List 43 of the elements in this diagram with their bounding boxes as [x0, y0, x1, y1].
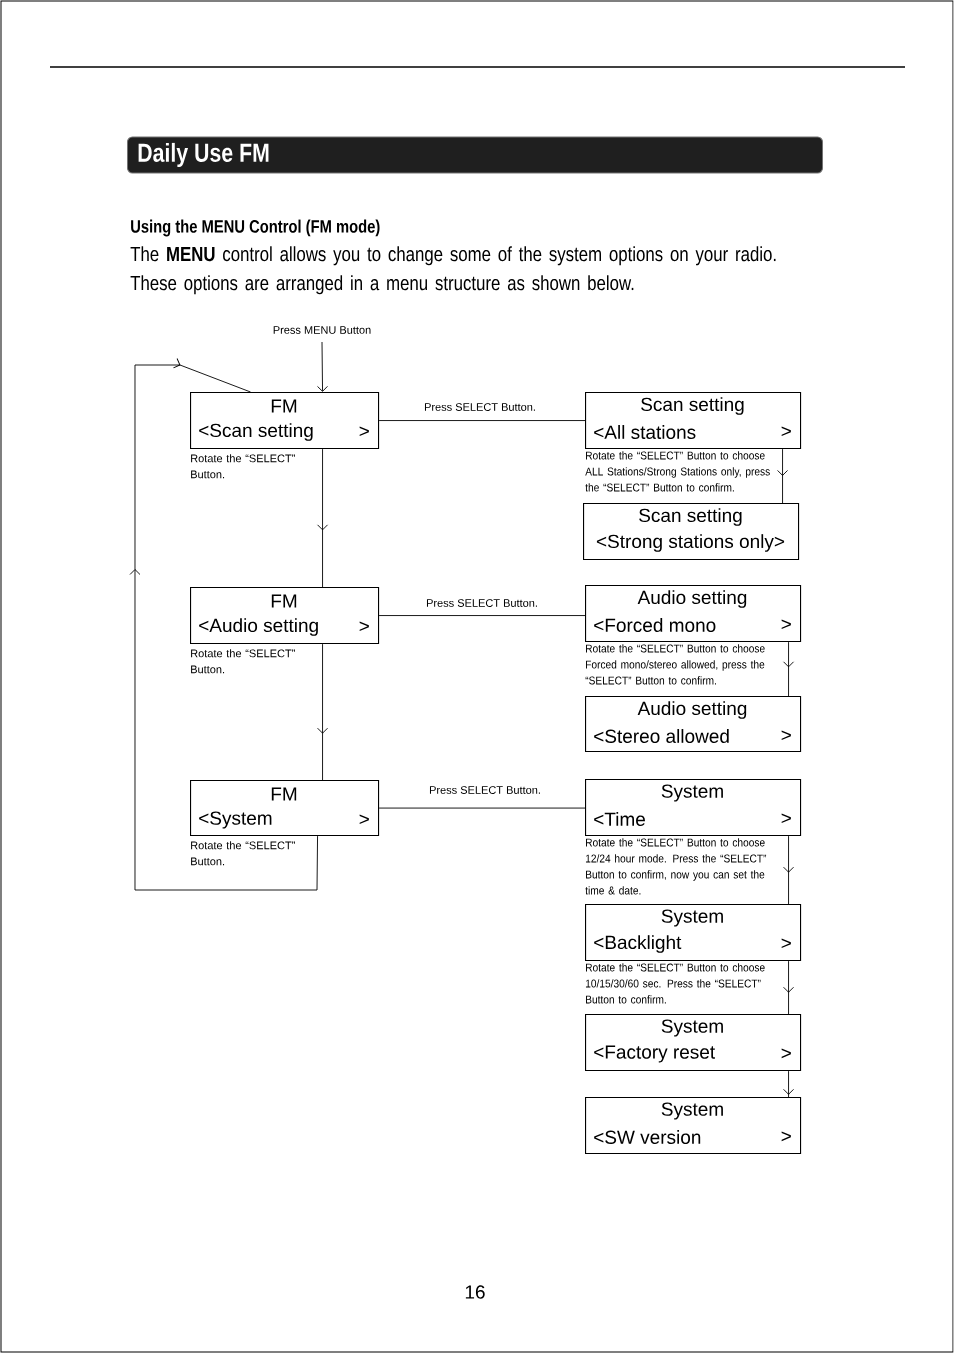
- menu-screen: Audio setting <Stereo allowed >: [585, 696, 802, 753]
- menu-screen: Scan setting <All stations >: [585, 392, 802, 450]
- instruction-text: Rotate the “SELECT” Button.: [191, 454, 295, 479]
- connector-arrow: [783, 1070, 794, 1098]
- instruction-text: Rotate the “SELECT” Button.: [191, 841, 295, 866]
- node-label: >: [359, 814, 369, 825]
- menu-screen: Audio setting <Forced mono >: [585, 585, 802, 643]
- menu-screen: System <Factory reset >: [585, 1014, 802, 1072]
- node-label: <Time: [594, 812, 645, 826]
- connector-arrow: [317, 341, 328, 392]
- instruction-text: Rotate the “SELECT” Button to choose Forced mono/stereo allowed, press the “SELECT” Button to confirm.: [585, 644, 765, 685]
- menu-screen: Scan setting <Strong stations only>: [583, 503, 800, 561]
- menu-screen: FM <System >: [190, 780, 380, 837]
- instruction-text: Rotate the “SELECT” Button to choose 10/15/30/60 sec. Press the “SELECT” Button to confirm.: [585, 963, 765, 1004]
- page-number: 16: [465, 1285, 485, 1299]
- edge-label: Press SELECT Button.: [428, 785, 542, 795]
- instruction-text: Rotate the “SELECT” Button.: [191, 649, 295, 674]
- node-label: System: [661, 909, 723, 927]
- node-label: >: [781, 813, 791, 824]
- node-label: Audio setting: [637, 590, 747, 608]
- instruction-text: Rotate the “SELECT” Button to choose ALL Stations/Strong Stations only, press the “SELECT” Button to confirm.: [585, 451, 770, 492]
- node-label: >: [781, 426, 791, 437]
- node-label: <Forced mono: [594, 618, 716, 632]
- menu-screen: FM <Scan setting >: [190, 392, 380, 450]
- node-label: FM: [271, 787, 297, 801]
- node-label: <All stations: [594, 425, 696, 439]
- edge-label: Press SELECT Button.: [425, 598, 539, 608]
- node-label: System: [661, 784, 723, 802]
- intro-paragraph: The MENU control allows you to change some of the system options on your radio. These options are arranged in a menu structure as shown below.: [130, 246, 776, 295]
- menu-screen: FM <Audio setting >: [190, 587, 380, 645]
- instruction-text: Rotate the “SELECT” Button to choose 12/24 hour mode. Press the “SELECT” Button to confirm, now you can set the time & date.: [585, 838, 767, 895]
- node-label: <Backlight: [594, 935, 682, 953]
- menu-screen: System <SW version >: [585, 1097, 802, 1155]
- node-label: <System: [199, 811, 272, 829]
- menu-screen: System <Backlight >: [585, 904, 802, 962]
- menu-screen: System <Time >: [585, 779, 802, 837]
- edge-label: Press SELECT Button.: [423, 402, 537, 412]
- title-banner: Daily Use FM: [127, 136, 823, 174]
- node-label: Scan setting: [641, 397, 744, 415]
- section-heading: Using the MENU Control (FM mode): [131, 219, 380, 237]
- edge-label: Press MENU Button: [271, 325, 373, 335]
- node-label: >: [781, 938, 791, 949]
- node-label: >: [781, 619, 791, 630]
